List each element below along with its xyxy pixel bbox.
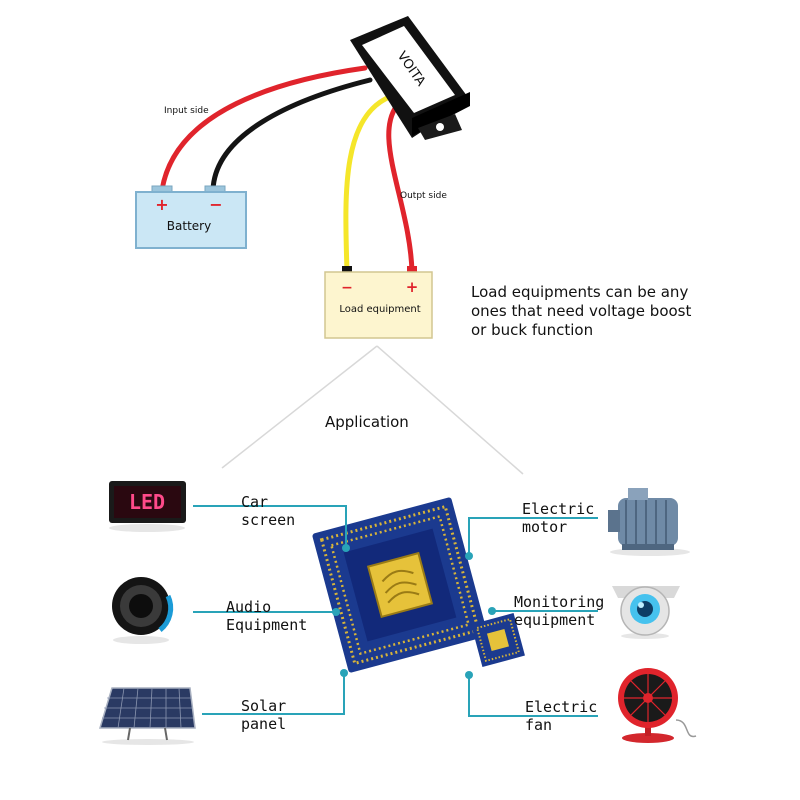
label-monitoring-line-1: Monitoring (514, 593, 605, 611)
output-red-wire (386, 97, 415, 275)
label-car-screen: Car screen (241, 493, 295, 529)
input-black-wire (210, 77, 373, 193)
label-motor-line-2: motor (522, 518, 568, 536)
label-car-screen-line-1: Car (241, 493, 269, 511)
solar-panel-icon (98, 687, 196, 745)
speaker-icon (112, 577, 174, 644)
led-screen-icon: LED (109, 481, 186, 532)
battery-minus-sign: − (209, 195, 222, 214)
input-side-label: Input side (164, 106, 209, 116)
battery-plus-sign: + (155, 195, 168, 214)
label-electric-fan: Electric fan (525, 698, 597, 734)
label-audio-line-1: Audio (226, 598, 272, 616)
note-line-1: Load equipments can be any (471, 283, 689, 301)
led-screen-text: LED (129, 490, 165, 514)
connector-car-screen (193, 505, 347, 545)
note-line-2: ones that need voltage boost (471, 302, 692, 320)
label-fan-line-1: Electric (525, 698, 598, 716)
connectors (193, 505, 598, 717)
label-fan-line-2: fan (525, 716, 553, 734)
load-equipment-note: Load equipments can be any ones that nee… (471, 283, 691, 340)
application-bracket (221, 345, 524, 475)
converter-module: VOITA (350, 16, 470, 140)
electric-fan-icon (618, 668, 697, 743)
label-monitoring-equipment: Monitoring equipment (514, 593, 604, 629)
label-car-screen-line-2: screen (241, 511, 296, 529)
processor-chip-image (312, 497, 525, 673)
security-camera-icon (612, 586, 680, 639)
label-solar-panel: Solar panel (241, 697, 286, 733)
load-minus-sign: − (341, 280, 353, 296)
label-audio-equipment: Audio Equipment (226, 598, 307, 634)
label-solar-line-1: Solar (241, 697, 287, 715)
load-equipment: − + Load equipment (324, 266, 433, 339)
battery-label: Battery (167, 219, 211, 233)
label-audio-line-2: Equipment (226, 616, 308, 634)
output-side-label: Outpt side (400, 191, 447, 201)
connector-motor (468, 517, 598, 553)
load-label: Load equipment (339, 304, 420, 315)
connector-dots (332, 544, 496, 679)
input-red-wire (159, 65, 368, 193)
label-solar-line-2: panel (241, 715, 287, 733)
wires (159, 65, 415, 275)
output-yellow-wire (343, 93, 395, 275)
connector-solar (202, 673, 345, 715)
battery: + − Battery (135, 185, 247, 249)
connector-fan (468, 675, 598, 717)
load-plus-sign: + (406, 278, 419, 296)
label-monitoring-line-2: equipment (514, 611, 596, 629)
note-line-3: or buck function (471, 321, 594, 339)
electric-motor-icon (608, 488, 690, 556)
label-motor-line-1: Electric (522, 500, 595, 518)
application-title: Application (325, 413, 409, 431)
label-electric-motor: Electric motor (522, 500, 594, 536)
